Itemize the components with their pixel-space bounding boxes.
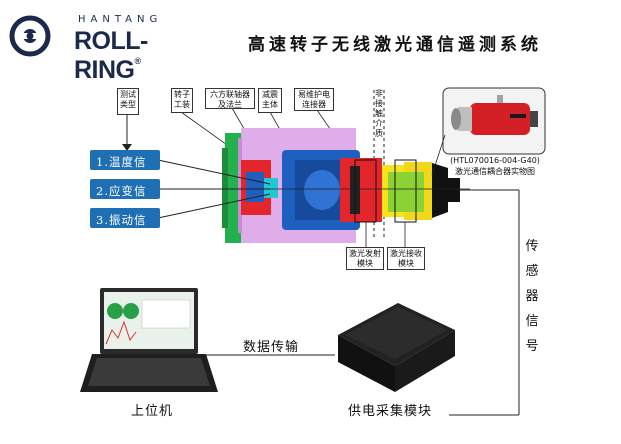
callout-laser-rx: 激光接收模块 [387,247,425,270]
product-model: (HTL070016-004-G40) [450,156,540,165]
temp-signal-line [157,159,271,185]
black-tail-cone [432,163,448,218]
laptop-icon [80,288,218,392]
page-title: 高速转子无线激光通信遥测系统 [248,35,542,55]
vibration-signal-line [157,193,271,219]
signal-vibration: 3.振动信号 [90,208,160,243]
sensor-signal-label: 传 感 器 信 号 [525,239,539,354]
company-logo: HANTANG ROLL-RING® [8,6,208,84]
green-flange [225,133,241,243]
data-transfer-label: 数据传输 [243,340,300,355]
signal-temperature: 1.温度信号 [90,150,160,185]
logo-mark-icon [9,15,51,57]
callout-laser-tx: 激光发射模块 [346,247,384,270]
callout-test-type: 测试类型 [117,88,139,115]
signal-strain: 2.应变信号 [90,179,160,214]
callout-damping-body: 减震主体 [258,88,282,113]
laser-coupler-photo-icon [451,95,538,135]
callout-rotor-fixture: 转子工装 [171,88,193,113]
callout-connector: 易维护电连接器 [294,88,334,111]
test-type-arrowhead-icon [122,144,132,151]
product-caption: 激光通信耦合器实物图 [455,167,535,176]
red-connector [340,158,382,222]
daq-module-label: 供电采集模块 [348,404,433,419]
logo-main-text: ROLL-RING® [74,27,148,84]
callout-non-contact: 非接触介质 [375,89,383,138]
logo-small-text: HANTANG [78,14,163,25]
daq-module-icon [338,303,455,392]
callout-hex-flange: 六方联轴器及法兰 [205,88,255,109]
host-computer-label: 上位机 [131,404,174,419]
